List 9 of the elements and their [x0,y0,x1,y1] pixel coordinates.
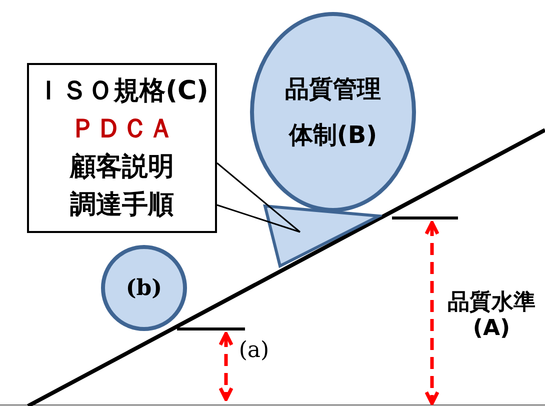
dimension-label: (a) [238,338,270,364]
callout-text: ＩＳＯ規格(C) [36,75,208,108]
circle-label: (b) [126,275,162,301]
callout-text: 調達手順 [70,189,174,222]
callout-text: 顧客説明 [70,151,174,184]
callout-box [27,63,217,233]
callout-text: ＰＤＣＡ [70,113,174,146]
circle-label: 品質管理体制(B) [284,74,382,151]
dimension-label: 品質水準(A) [446,290,536,342]
